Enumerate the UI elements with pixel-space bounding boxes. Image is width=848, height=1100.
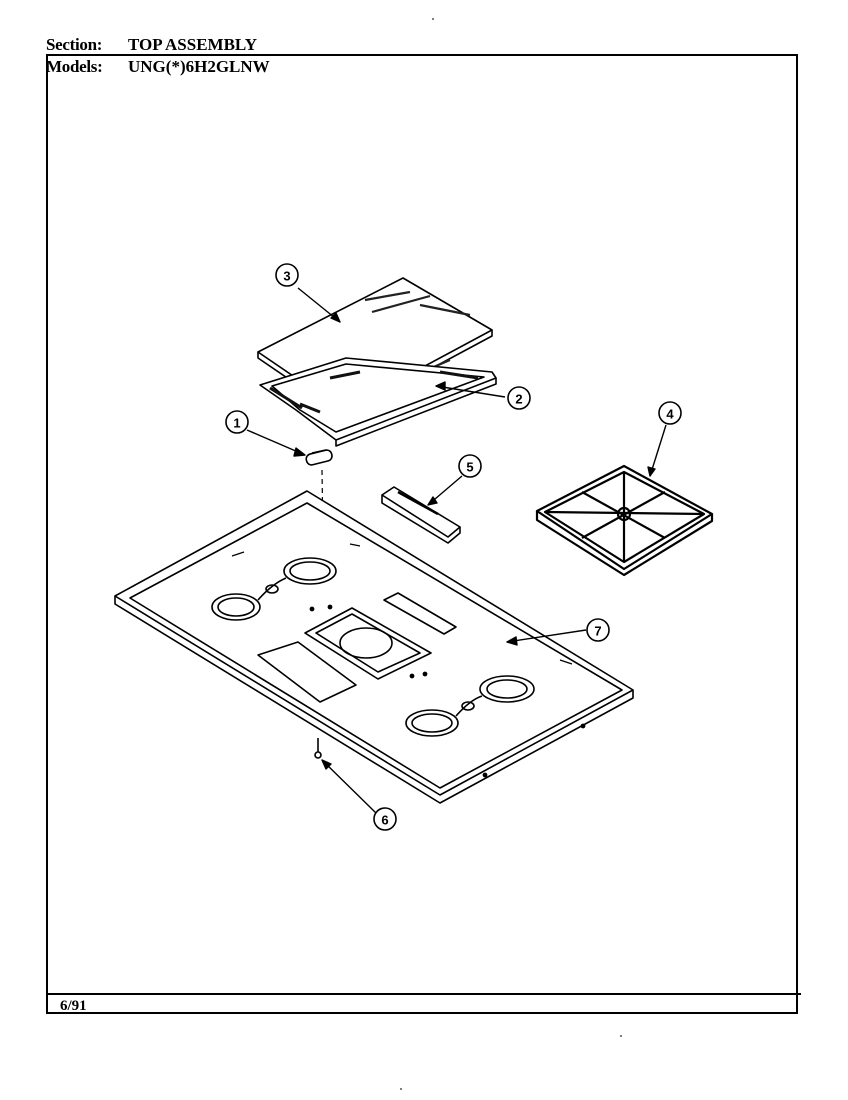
callout-label-1: 1 xyxy=(233,416,240,431)
cooktop-part xyxy=(114,490,634,804)
section-title: TOP ASSEMBLY xyxy=(128,35,257,54)
scan-speck xyxy=(620,1035,622,1037)
burner-grate-part xyxy=(535,464,714,577)
callout-label-6: 6 xyxy=(381,813,388,828)
callout-circle-3 xyxy=(275,263,299,287)
callout-circle-4 xyxy=(658,401,682,425)
diagram-frame xyxy=(46,54,798,1014)
screw-part xyxy=(314,738,322,759)
footer-date: 6/91 xyxy=(60,998,87,1014)
trim-piece-part xyxy=(305,449,333,466)
callout-label-7: 7 xyxy=(594,624,601,639)
models-value: UNG(*)6H2GLNW xyxy=(128,57,270,76)
scan-speck xyxy=(432,18,434,20)
callout-circle-6 xyxy=(373,807,397,831)
tray-frame-part xyxy=(259,357,497,447)
callout-label-3: 3 xyxy=(283,269,290,284)
callout-circle-7 xyxy=(586,618,610,642)
leader-lines xyxy=(246,287,667,814)
callout-circle-1 xyxy=(225,410,249,434)
scan-speck xyxy=(400,1088,402,1090)
callout-label-5: 5 xyxy=(466,460,473,475)
models-label: Models: xyxy=(46,57,103,76)
callout-label-2: 2 xyxy=(515,392,522,407)
bracket-part xyxy=(381,486,461,544)
callout-circle-5 xyxy=(458,454,482,478)
callout-label-4: 4 xyxy=(666,407,674,422)
footer-divider xyxy=(46,993,801,995)
callout-circle-2 xyxy=(507,386,531,410)
section-label: Section: xyxy=(46,35,103,54)
